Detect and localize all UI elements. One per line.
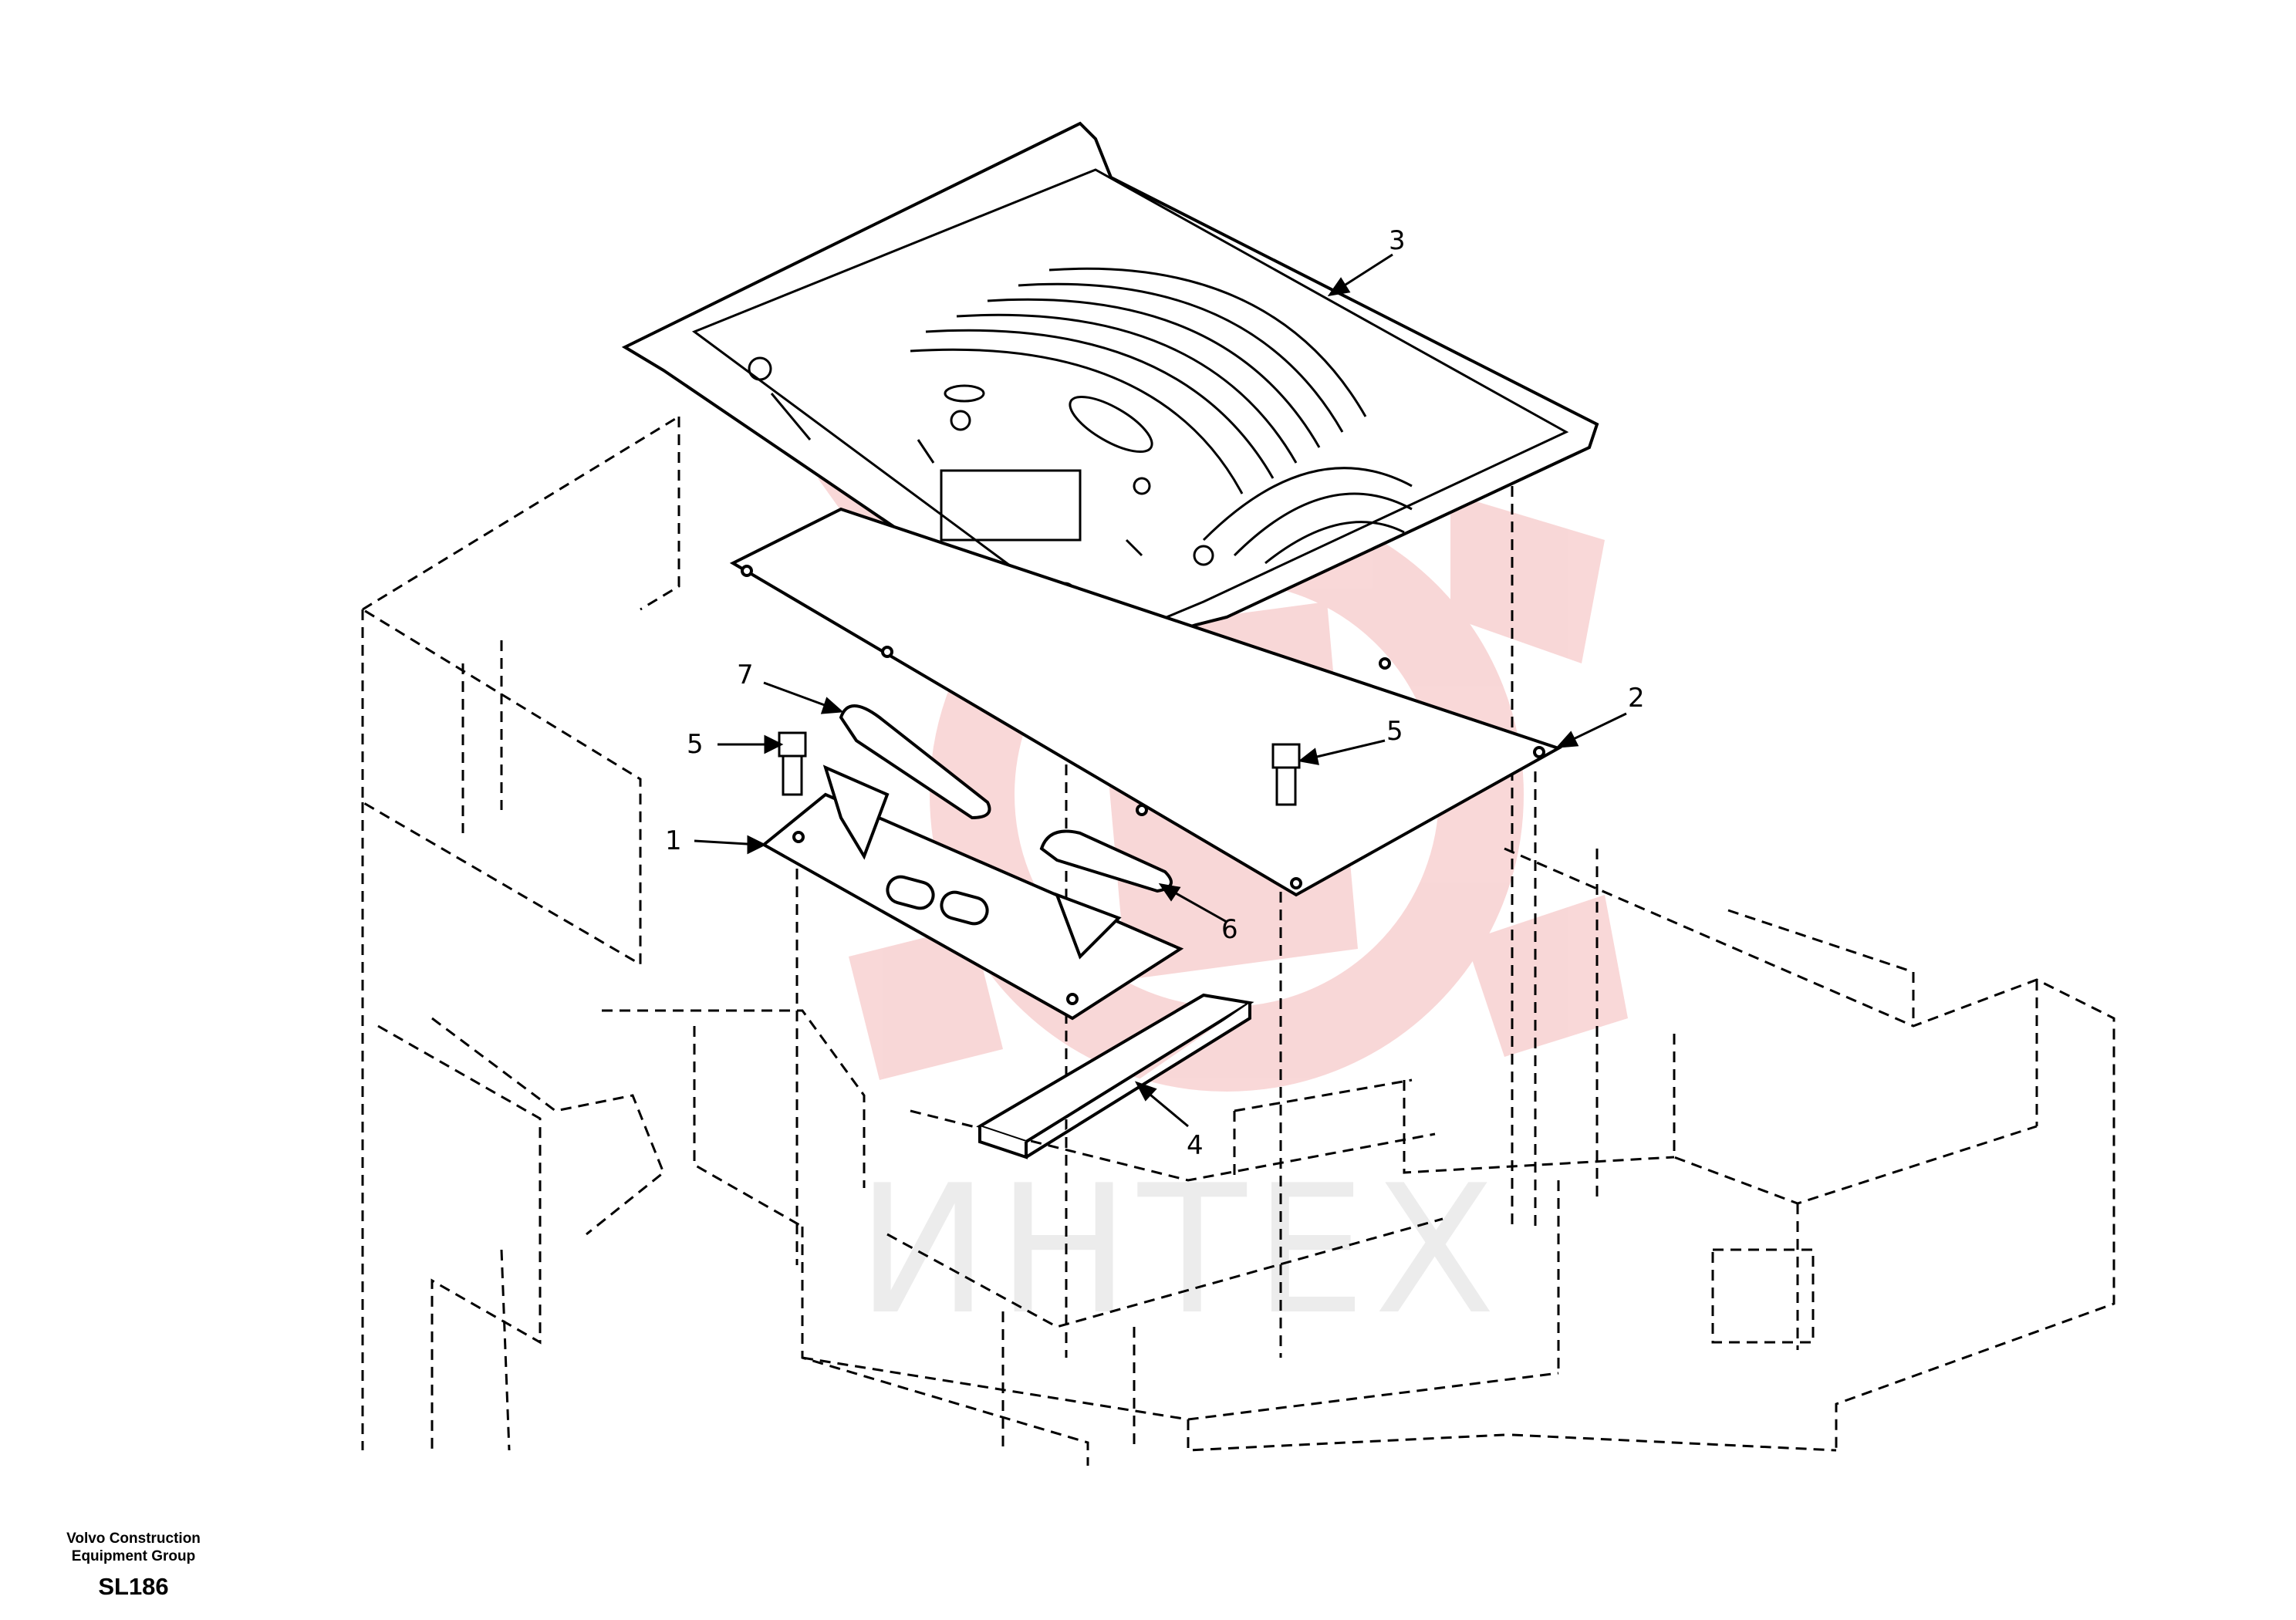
watermark-text: ИНТЕХ [856,1148,1503,1354]
part-5-bolt-right [1271,743,1301,806]
footer-title-block: Volvo Construction Equipment Group SL186 [45,1530,222,1601]
company-name-line1: Volvo Construction [66,1531,201,1547]
part-4-block [976,993,1254,1159]
callout-7: 7 [737,660,754,690]
part-3-floor-mat [621,121,1599,658]
callout-4: 4 [1187,1130,1204,1161]
callout-2: 2 [1628,683,1645,714]
callout-5-left: 5 [687,729,704,760]
part-2-plate [729,507,1562,897]
callout-3: 3 [1389,225,1406,256]
callout-6: 6 [1221,914,1238,945]
callout-1: 1 [665,825,682,856]
part-5-bolt-left [778,731,807,796]
callout-5-right: 5 [1386,716,1403,747]
callout-leaders [694,253,1627,1128]
part-1-base-plate [761,792,1184,1021]
drawing-code: SL186 [98,1573,169,1600]
part-7-handle [822,704,991,860]
part-6-handle [1039,829,1173,960]
company-name-line2: Equipment Group [71,1548,196,1564]
